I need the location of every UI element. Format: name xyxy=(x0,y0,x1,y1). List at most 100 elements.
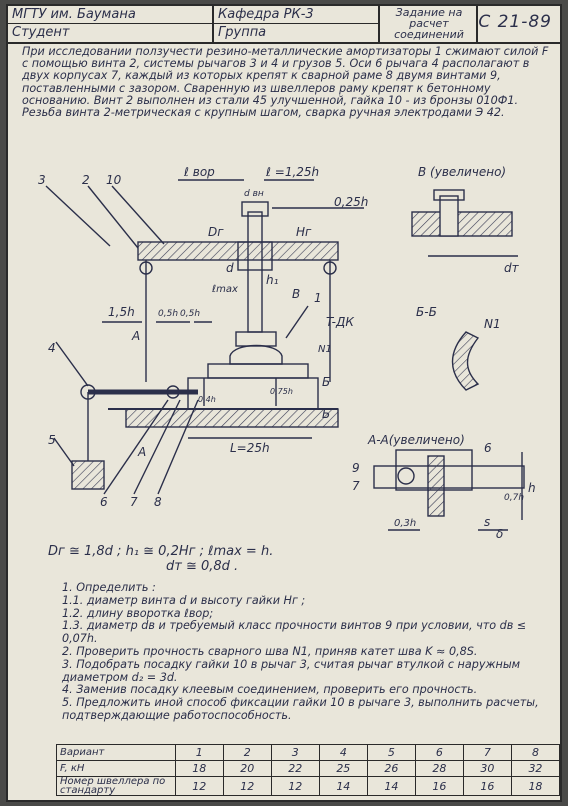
label-hr: Hг xyxy=(296,225,312,239)
task-line-3: соединений xyxy=(394,28,464,41)
label-d-vn: d вн xyxy=(244,189,264,199)
label-b: B xyxy=(292,287,300,301)
label-a-bottom: A xyxy=(137,445,146,459)
view-aa-title: А-А(увеличено) xyxy=(367,433,465,447)
label-5: 5 xyxy=(48,433,56,447)
view-b-plate xyxy=(411,211,513,237)
label-0-4h: 0,4h xyxy=(198,395,216,404)
ground-base xyxy=(125,408,339,428)
channel-cell: 16 xyxy=(414,776,464,796)
label-6: 6 xyxy=(100,495,108,509)
screw-head xyxy=(241,201,269,217)
label-d: d xyxy=(226,261,234,275)
table-row: Номер швеллера по стандарту 12 12 12 14 … xyxy=(56,776,560,796)
label-l-max: ℓmax xyxy=(212,284,238,295)
label-delta: δ xyxy=(496,527,503,541)
student-cell: Студент xyxy=(8,24,214,42)
task-item: 4. Заменив посадку клеевым соединением, … xyxy=(62,683,478,697)
force-cell: 18 xyxy=(174,760,224,777)
label-0-5h-b: 0,5h xyxy=(180,309,200,319)
university-cell: МГТУ им. Баумана xyxy=(8,6,214,24)
label-7b: 7 xyxy=(352,479,360,493)
view-b-title: B (увеличено) xyxy=(418,165,506,179)
section-bb-title: Б-Б xyxy=(416,305,437,319)
force-cell: 22 xyxy=(270,760,320,777)
formula-line-1: Dг ≅ 1,8d ; h₁ ≅ 0,2Hг ; ℓmax = h. xyxy=(48,544,274,559)
label-dt: dт xyxy=(504,261,520,275)
row-label-variant: Вариант xyxy=(56,744,176,761)
variant-cell: 7 xyxy=(462,744,512,761)
label-10: 10 xyxy=(106,173,122,187)
label-1: 1 xyxy=(314,291,322,305)
task-line-2: расчет xyxy=(409,17,449,30)
group-cell: Группа xyxy=(214,24,380,42)
force-cell: 20 xyxy=(222,760,272,777)
force-cell: 30 xyxy=(462,760,512,777)
label-t-dk: T-ДК xyxy=(326,315,354,329)
label-4: 4 xyxy=(48,341,56,355)
task-line-1: Задание на xyxy=(395,6,463,19)
variant-cell: 4 xyxy=(318,744,368,761)
label-h1: h₁ xyxy=(266,273,279,287)
header-divider xyxy=(8,23,380,24)
label-0-25h: 0,25h xyxy=(334,195,368,209)
force-cell: 25 xyxy=(318,760,368,777)
label-6b: 6 xyxy=(484,441,492,455)
label-0-3h: 0,3h xyxy=(394,518,416,529)
variants-table: Вариант 1 2 3 4 5 6 7 8 F, кН 18 20 22 2… xyxy=(56,744,560,796)
label-l-bor: ℓ вор xyxy=(183,165,215,179)
technical-drawing: 3 2 10 ℓ вор ℓ =1,25h d вн Dг Hг d ℓmax … xyxy=(38,165,536,541)
department-cell: Кафедра РК-3 xyxy=(214,6,380,24)
title-block: МГТУ им. Баумана Студент Кафедра РК-3 Гр… xyxy=(8,6,560,44)
variant-cell: 1 xyxy=(174,744,224,761)
label-s: s xyxy=(484,515,490,529)
force-cell: 28 xyxy=(414,760,464,777)
intro-paragraph: При исследовании ползучести резино-метал… xyxy=(22,45,549,120)
force-cell: 32 xyxy=(510,760,560,777)
view-aa-frame xyxy=(373,465,525,489)
channel-cell: 12 xyxy=(270,776,320,796)
label-8: 8 xyxy=(154,495,162,509)
absorber-plate xyxy=(235,331,277,347)
task-title: Задание на расчет соединений xyxy=(384,7,474,40)
task-item: 1.2. длину вворотка ℓвор; xyxy=(62,606,214,620)
label-b-small: Б xyxy=(322,375,330,389)
channel-cell: 14 xyxy=(366,776,416,796)
task-item: 5. Предложить иной способ фиксации гайки… xyxy=(62,696,539,722)
label-dr: Dг xyxy=(208,225,224,239)
label-a-top: A xyxy=(131,329,140,343)
label-l-25h: L=25h xyxy=(230,441,270,455)
task-item: 1.1. диаметр винта d и высоту гайки Hг ; xyxy=(62,593,306,607)
label-9: 9 xyxy=(352,461,360,475)
task-item: 3. Подобрать посадку гайки 10 в рычаг 3,… xyxy=(62,657,521,684)
task-item: 1. Определить : xyxy=(62,581,156,594)
channel-cell: 12 xyxy=(222,776,272,796)
label-l-125h: ℓ =1,25h xyxy=(265,165,319,179)
channel-cell: 18 xyxy=(510,776,560,796)
row-label-channel: Номер швеллера по стандарту xyxy=(56,776,176,796)
channel-cell: 16 xyxy=(462,776,512,796)
variant-cell: 2 xyxy=(222,744,272,761)
table-row: F, кН 18 20 22 25 26 28 30 32 xyxy=(56,760,560,777)
weight-5 xyxy=(71,460,105,490)
task-list: 1. Определить : 1.1. диаметр винта d и в… xyxy=(22,581,552,723)
label-2: 2 xyxy=(82,173,90,187)
view-b-bolt xyxy=(439,195,459,237)
variant-cell: 3 xyxy=(270,744,320,761)
label-1-5h: 1,5h xyxy=(108,305,135,319)
task-code: С 21-89 xyxy=(478,12,552,32)
welded-frame xyxy=(187,377,319,410)
variant-cell: 5 xyxy=(366,744,416,761)
label-3: 3 xyxy=(38,173,46,187)
task-item: 2. Проверить прочность сварного шва N1, … xyxy=(62,644,478,658)
code-divider xyxy=(476,6,478,42)
force-cell: 26 xyxy=(366,760,416,777)
formula-line-2: dт ≅ 0,8d . xyxy=(166,559,239,574)
screw xyxy=(247,211,263,333)
formulas: Dг ≅ 1,8d ; h₁ ≅ 0,2Hг ; ℓmax = h. dт ≅ … xyxy=(48,544,273,574)
channel-cell: 14 xyxy=(318,776,368,796)
nut-10 xyxy=(237,241,273,271)
label-0-5h-a: 0,5h xyxy=(158,309,178,319)
label-0-7h: 0,7h xyxy=(504,493,524,503)
label-n1-b: N1 xyxy=(484,317,501,331)
